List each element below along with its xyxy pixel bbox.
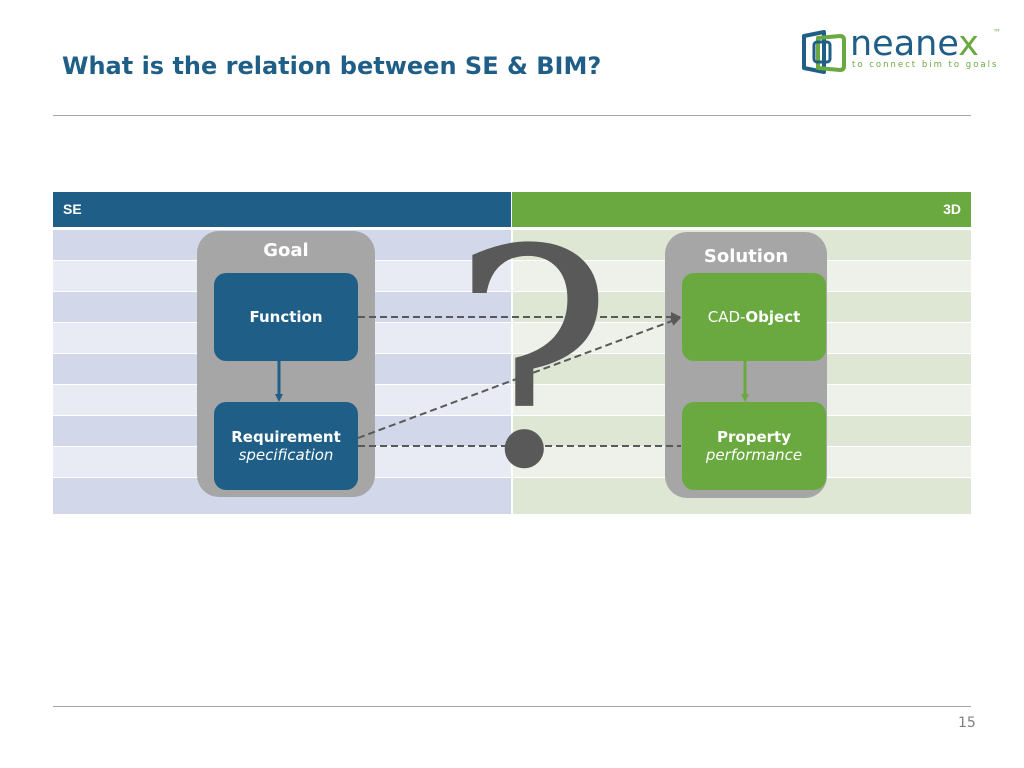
arrowhead-icon: [741, 394, 749, 402]
cad-object-label: CAD-Object: [707, 308, 801, 326]
page-number: 15: [958, 715, 976, 731]
logo-tagline: to connect bim to goals: [852, 60, 999, 70]
requirement-to-object-dashed-arrow: [357, 316, 681, 439]
cad-object-box: CAD-Object: [682, 273, 826, 361]
solution-title: Solution: [703, 246, 789, 267]
arrowhead-icon: [275, 394, 283, 402]
se-header: SE: [53, 192, 511, 227]
3d-header: 3D: [512, 192, 971, 227]
logo-mark-icon: [802, 30, 846, 74]
bottom-divider: [53, 706, 971, 707]
property-label: Property: [717, 428, 791, 446]
performance-label: performance: [705, 446, 803, 464]
goal-title: Goal: [263, 240, 309, 261]
property-box: Property performance: [682, 402, 826, 490]
top-divider: [53, 115, 971, 116]
logo-wordmark: neanex: [850, 24, 979, 64]
function-box: Function: [214, 273, 358, 361]
specification-label: specification: [238, 446, 334, 464]
neanex-logo: neanex ™ to connect bim to goals: [800, 24, 1010, 78]
function-label: Function: [249, 308, 323, 326]
slide-title: What is the relation between SE & BIM?: [62, 52, 602, 80]
logo-trademark: ™: [993, 28, 1001, 37]
requirement-box: Requirement specification: [214, 402, 358, 490]
requirement-label: Requirement: [231, 428, 341, 446]
